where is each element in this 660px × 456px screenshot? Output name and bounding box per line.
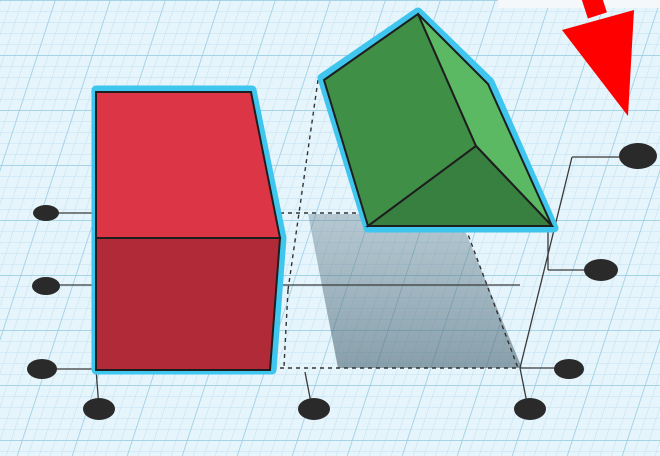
red-arrow-icon xyxy=(562,0,634,116)
scale-handle[interactable] xyxy=(27,359,57,379)
scale-handle[interactable] xyxy=(298,398,330,420)
scale-handle[interactable] xyxy=(514,398,546,420)
scale-handle[interactable] xyxy=(584,259,618,281)
box-top-face[interactable] xyxy=(95,91,282,239)
scale-handle[interactable] xyxy=(32,277,60,295)
scale-handle[interactable] xyxy=(554,359,584,379)
box-shape[interactable] xyxy=(91,85,287,375)
wedge-shape[interactable] xyxy=(317,7,559,233)
box-front-face[interactable] xyxy=(95,237,282,371)
wedge-shadow xyxy=(308,214,522,368)
scale-handle[interactable] xyxy=(83,398,115,420)
selection-bounding-box xyxy=(96,79,519,369)
height-handle[interactable] xyxy=(619,143,657,169)
wedge-bottom-face[interactable] xyxy=(364,144,555,227)
scale-handles xyxy=(27,143,657,420)
scale-handle[interactable] xyxy=(33,205,59,221)
top-panel-edge xyxy=(498,0,660,8)
